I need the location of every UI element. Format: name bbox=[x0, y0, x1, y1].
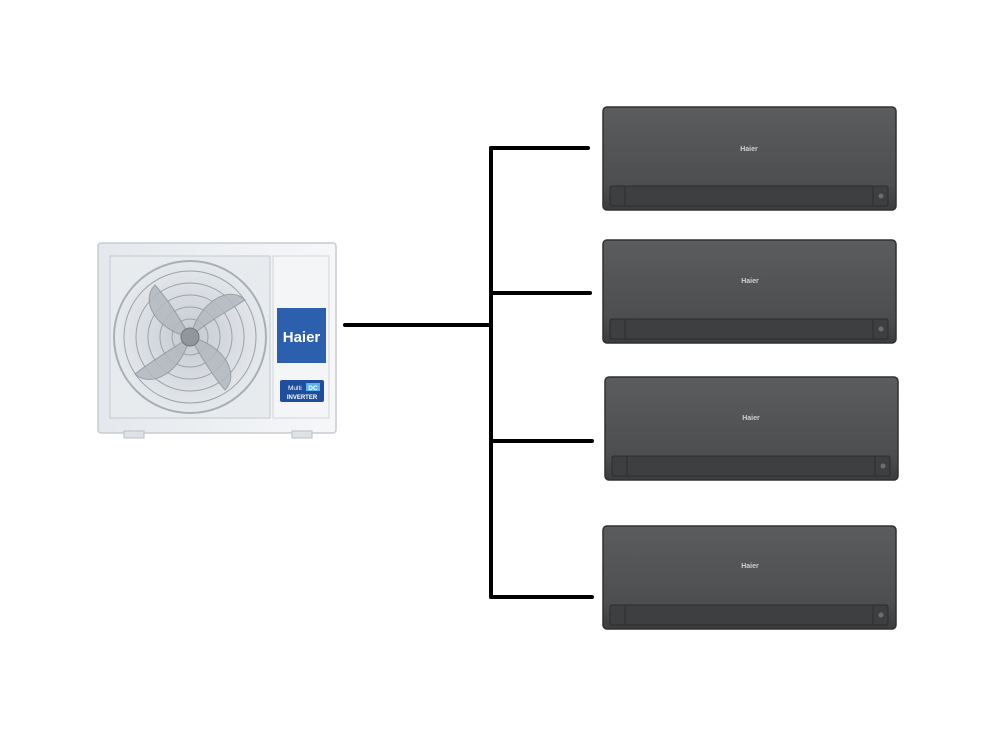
indoor-unit-4: Haier bbox=[602, 525, 897, 630]
fan-blades bbox=[134, 284, 246, 391]
indicator-light-1 bbox=[878, 193, 884, 199]
indoor-brand-logo-1: Haier bbox=[740, 146, 758, 153]
indoor-unit-1: Haier bbox=[602, 106, 897, 211]
badge-multi-text: Multi bbox=[288, 385, 302, 392]
indoor-unit-2: Haier bbox=[602, 239, 897, 344]
fan-hub bbox=[180, 327, 200, 347]
fan-grille bbox=[123, 270, 257, 404]
outdoor-foot-left bbox=[123, 430, 145, 439]
indicator-light-3 bbox=[880, 463, 886, 469]
indoor-brand-logo-3: Haier bbox=[742, 415, 760, 422]
badge-inverter-text: INVERTER bbox=[287, 395, 318, 401]
outdoor-brand-logo: Haier bbox=[283, 329, 321, 346]
outdoor-foot-right bbox=[291, 430, 313, 439]
pipe-network bbox=[343, 146, 594, 599]
indicator-light-4 bbox=[878, 612, 884, 618]
badge-dc-text: DC bbox=[308, 385, 318, 392]
haier-logo-panel bbox=[277, 308, 326, 363]
outdoor-unit: Haier Multi DC INVERTER bbox=[97, 242, 337, 439]
indoor-brand-logo-2: Haier bbox=[741, 278, 759, 285]
indicator-light-2 bbox=[878, 326, 884, 332]
indoor-unit-3: Haier bbox=[604, 376, 899, 481]
indoor-brand-logo-4: Haier bbox=[741, 563, 759, 570]
